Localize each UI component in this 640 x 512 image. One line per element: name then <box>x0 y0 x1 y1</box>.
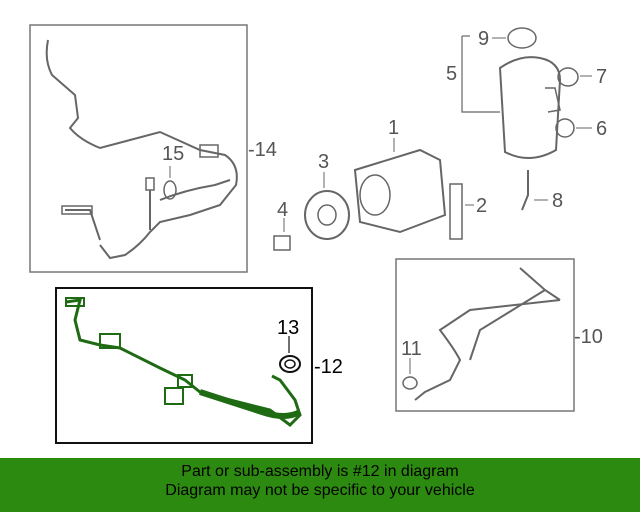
oring-13-part: 13 <box>277 317 301 373</box>
grommet-6-part: 6 <box>555 118 607 140</box>
callout-10: -10 <box>574 326 603 348</box>
callout-4: 4 <box>277 199 288 221</box>
callout-9: 9 <box>478 28 489 50</box>
bolt-2-part: 2 <box>449 183 487 240</box>
clamp-8-part: 8 <box>521 170 563 212</box>
callout-3: 3 <box>318 151 329 173</box>
callout-2: 2 <box>476 195 487 217</box>
hose-14-inner <box>65 179 231 241</box>
callout-6: 6 <box>596 118 607 140</box>
callout-1: 1 <box>388 117 399 139</box>
power-steering-pump: 1 <box>353 117 447 234</box>
callout-13: 13 <box>277 317 299 339</box>
reservoir-part: 5 <box>446 35 562 159</box>
callout-8: 8 <box>552 190 563 212</box>
cap-7-part: 7 <box>557 66 607 88</box>
bolt-4-part: 4 <box>273 199 291 251</box>
callout-5: 5 <box>446 63 457 85</box>
hose-14-path <box>45 39 238 260</box>
banner-line-1: Part or sub-assembly is #12 in diagram <box>181 463 459 480</box>
group-14-hose-box: 15 <box>29 24 248 273</box>
callout-11: 11 <box>401 338 422 360</box>
hose-12-path[interactable] <box>65 298 302 427</box>
parts-diagram: 15 -14 3 4 1 2 5 9 7 <box>29 24 607 444</box>
info-banner: Part or sub-assembly is #12 in diagram D… <box>0 458 640 512</box>
group-12-hose-box[interactable] <box>55 287 313 444</box>
callout-12: -12 <box>314 356 343 378</box>
banner-line-2: Diagram may not be specific to your vehi… <box>165 482 475 499</box>
group-10-hose-box: 11 <box>395 258 575 412</box>
callout-14: -14 <box>248 139 277 161</box>
callout-15: 15 <box>162 143 184 165</box>
reservoir-cap-9: 9 <box>478 27 537 50</box>
pulley-part: 3 <box>304 151 350 240</box>
hose-10-path <box>414 267 561 401</box>
callout-7: 7 <box>596 66 607 88</box>
